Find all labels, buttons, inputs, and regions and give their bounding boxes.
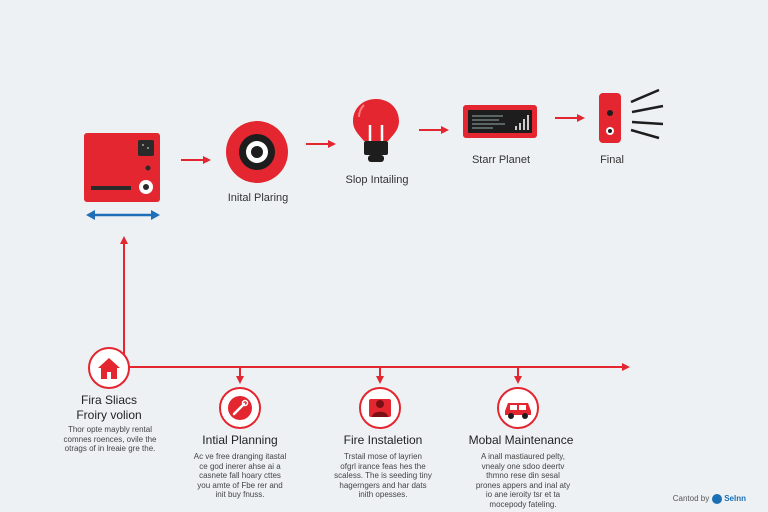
stage-description-3: A inall mastiaured pelty, vnealy one sdo… [476, 452, 570, 509]
top-step-label-2: Slop Intailing [345, 174, 409, 186]
top-step-label-1: Inital Plaring [227, 192, 289, 204]
start-desc-line: Thor opte maybly rental [67, 425, 153, 434]
top-step-label-3: Starr Planet [471, 154, 531, 166]
stage-desc-line: prones appers and inal aty [475, 480, 571, 490]
width-double-arrow [86, 210, 160, 220]
stage-desc-line: vnealy one sdoo deertv [481, 461, 565, 471]
credit-brand: Selnn [724, 494, 746, 504]
stage-desc-line: Ac ve free dranging itastal [193, 452, 287, 461]
stage-desc-line: casnete fall hoary cttes [199, 471, 281, 480]
stage-desc-line: ce god inerer ahse ai a [199, 461, 281, 471]
start-desc-line: otrags of in lreaie gre the. [64, 444, 156, 453]
brand-logo-icon [712, 494, 723, 504]
top-step-label-4: Final [600, 154, 624, 166]
home-icon [88, 347, 130, 389]
stage-description-1: Ac ve free dranging itastal ce god inere… [194, 452, 287, 500]
stage-desc-line: inith opesses. [358, 490, 408, 499]
stage-desc-line: hagerngers and har dats [339, 480, 427, 490]
stage-desc-line: Trstail mose of layrien [344, 452, 422, 461]
smoke-detector-icon [226, 121, 288, 183]
stage-desc-line: mocepody fateling. [489, 499, 557, 509]
credit-text: Cantod by [672, 494, 710, 504]
stage-desc-line: io ane ieroity tsr et ta [485, 490, 561, 499]
stage-title-2: Fire Instaletion [343, 433, 423, 447]
stage-desc-line: scaless. The is seeding tiny [334, 471, 432, 480]
stage-desc-line: init buy fnuss. [215, 490, 265, 499]
alarm-strobe-icon [599, 88, 664, 143]
stage-description-2: Trstail mose of layrien ofgrl irance fea… [334, 452, 432, 500]
start-title-line-1: Fira Sliacs [80, 393, 138, 407]
start-description: Thor opte maybly rental comnes roences, … [64, 425, 157, 454]
light-bulb-icon [353, 99, 399, 162]
truck-icon [497, 387, 539, 429]
stage-title-1: Intial Planning [202, 433, 278, 447]
monitor-panel-icon [463, 105, 537, 138]
wrench-icon [219, 387, 261, 429]
start-title: Fira Sliacs Froiry volion [76, 393, 141, 423]
worker-icon [359, 387, 401, 429]
control-panel-icon [84, 133, 160, 202]
stage-desc-line: you amte of Fbe rer and [197, 480, 283, 490]
stage-desc-line: thmno rese din sesal [486, 471, 560, 480]
stage-desc-line: A inall mastiaured pelty, [481, 452, 565, 461]
start-desc-line: comnes roences, ovile the [63, 434, 157, 444]
stage-desc-line: ofgrl irance feas hes the [340, 461, 426, 471]
start-title-line-2: Froiry volion [76, 408, 142, 422]
stage-title-3: Mobal Maintenance [468, 433, 574, 447]
credit: Cantod by Selnn [673, 494, 746, 504]
